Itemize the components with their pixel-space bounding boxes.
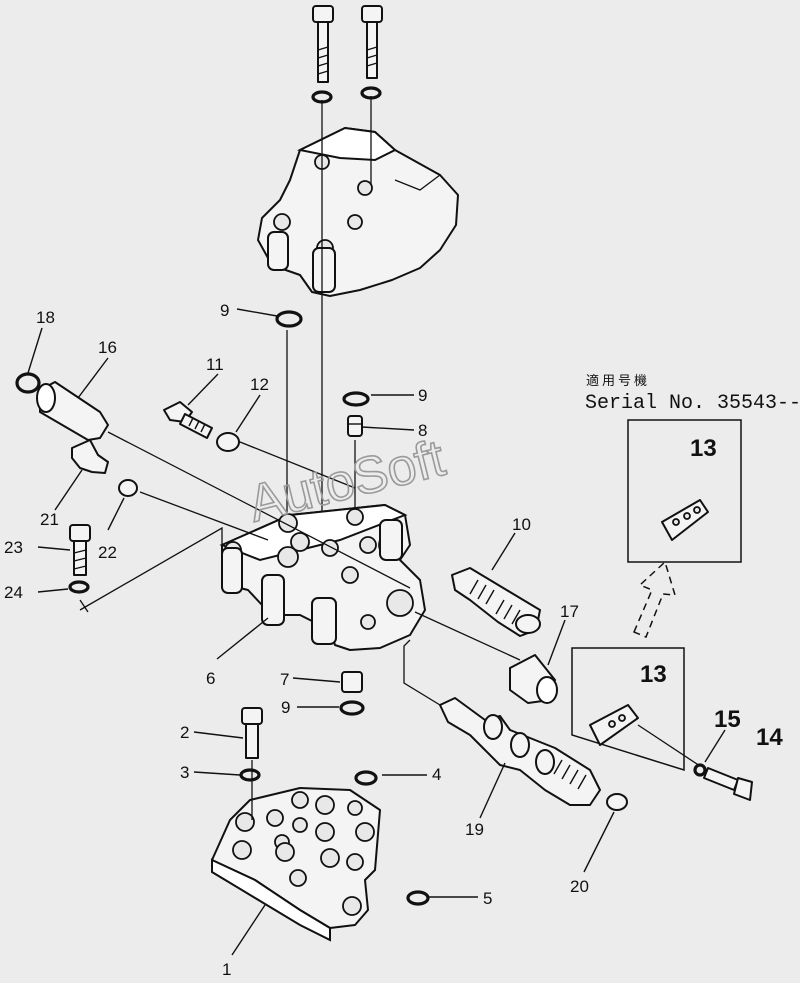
callout-16: 16 bbox=[98, 338, 117, 357]
lower-plate bbox=[211, 787, 381, 942]
top-bolt-left bbox=[312, 5, 334, 83]
washer-3 bbox=[239, 768, 261, 782]
callout-23: 23 bbox=[4, 538, 23, 557]
update-arrow bbox=[633, 560, 677, 638]
inset-box-new bbox=[627, 419, 742, 563]
washer-15 bbox=[693, 763, 707, 777]
callout-12: 12 bbox=[250, 375, 269, 394]
o-ring-5 bbox=[406, 890, 430, 906]
gasket-13-new bbox=[661, 499, 709, 541]
callout-5: 5 bbox=[483, 889, 492, 908]
callout-4: 4 bbox=[432, 765, 441, 784]
bolt-11 bbox=[163, 401, 213, 439]
top-bolt-right bbox=[361, 5, 383, 79]
plug-16 bbox=[36, 381, 109, 441]
snap-ring-18 bbox=[15, 372, 41, 394]
o-ring-9-lower bbox=[339, 700, 365, 716]
plug-7 bbox=[341, 671, 363, 693]
o-ring-4 bbox=[354, 770, 378, 786]
o-ring-9-right bbox=[342, 391, 370, 407]
callout-13-old: 13 bbox=[640, 661, 667, 688]
callout-13-new: 13 bbox=[690, 435, 717, 462]
callout-9-upper: 9 bbox=[220, 301, 229, 320]
caption-japanese: 適用号機 bbox=[586, 373, 650, 389]
inset-box-old bbox=[571, 647, 685, 772]
main-valve-body bbox=[219, 503, 426, 651]
callout-18: 18 bbox=[36, 308, 55, 327]
bolt-2 bbox=[241, 707, 263, 759]
bolt-14 bbox=[703, 767, 753, 801]
callout-9-lower: 9 bbox=[281, 698, 290, 717]
callout-9-right: 9 bbox=[418, 386, 427, 405]
fitting-21 bbox=[71, 439, 109, 474]
plug-20 bbox=[606, 793, 628, 811]
callout-11: 11 bbox=[206, 355, 224, 374]
spool-10 bbox=[451, 567, 541, 637]
callout-17: 17 bbox=[560, 602, 579, 621]
plug-8 bbox=[347, 415, 363, 437]
callout-8: 8 bbox=[418, 421, 427, 440]
nut-22 bbox=[118, 479, 138, 497]
o-ring-9-upper bbox=[275, 310, 303, 328]
callout-10: 10 bbox=[512, 515, 531, 534]
callout-19: 19 bbox=[465, 820, 484, 839]
washer-24 bbox=[68, 580, 90, 594]
callout-20: 20 bbox=[570, 877, 589, 896]
callout-22: 22 bbox=[98, 543, 117, 562]
spool-19 bbox=[439, 697, 601, 806]
callout-24: 24 bbox=[4, 583, 23, 602]
callout-6: 6 bbox=[206, 669, 215, 688]
callout-15: 15 bbox=[714, 706, 741, 733]
caption-serial: Serial No. 35543-- bbox=[585, 392, 800, 415]
gasket-13-old bbox=[589, 704, 639, 746]
callout-21: 21 bbox=[40, 510, 59, 529]
callout-7: 7 bbox=[280, 670, 289, 689]
upper-cover-casting bbox=[257, 126, 459, 297]
callout-14: 14 bbox=[756, 724, 783, 751]
nut-12 bbox=[216, 432, 240, 452]
bolt-23 bbox=[69, 524, 91, 576]
callout-1: 1 bbox=[222, 960, 231, 979]
callout-2: 2 bbox=[180, 723, 189, 742]
callout-3: 3 bbox=[180, 763, 189, 782]
sleeve-17 bbox=[509, 654, 558, 704]
